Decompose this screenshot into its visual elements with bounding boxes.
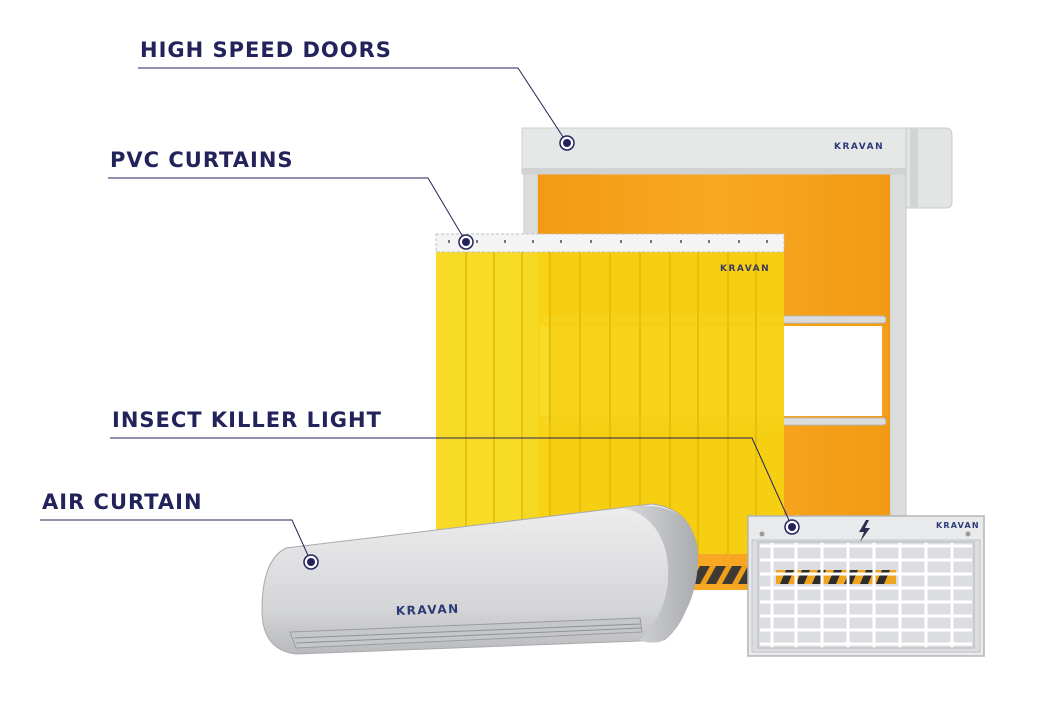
leader-high-speed-doors xyxy=(138,67,568,144)
marker-high-speed-doors xyxy=(559,135,575,151)
air-curtain-brand-logo: KRAVAN xyxy=(396,602,460,618)
air-curtain-vent xyxy=(289,617,643,649)
leader-air-curtain xyxy=(40,519,312,563)
insect-light-brand-logo: KRAVAN xyxy=(936,521,980,530)
insect-killer-light: KRAVAN xyxy=(747,515,985,657)
leader-pvc-curtains xyxy=(108,177,467,243)
screw-icon xyxy=(759,531,765,537)
label-air-curtain: AIR CURTAIN xyxy=(42,490,203,514)
label-pvc-curtains: PVC CURTAINS xyxy=(110,148,294,172)
lightning-icon xyxy=(859,520,870,542)
door-brand-logo: KRAVAN xyxy=(834,142,884,152)
air-curtain: KRAVAN xyxy=(261,503,699,655)
pvc-rail-clips xyxy=(448,240,768,243)
air-curtain-endcap xyxy=(622,505,699,643)
label-insect-killer-light: INSECT KILLER LIGHT xyxy=(112,408,382,432)
insect-light-grille xyxy=(760,542,972,648)
pvc-rail xyxy=(435,233,785,253)
leader-insect-killer-light xyxy=(110,437,793,528)
pvc-brand-logo: KRAVAN xyxy=(720,264,770,274)
marker-pvc-curtains xyxy=(458,234,474,250)
label-high-speed-doors: HIGH SPEED DOORS xyxy=(140,38,392,62)
pvc-curtains: KRAVAN xyxy=(435,233,785,554)
screw-icon xyxy=(965,531,971,537)
pvc-strip-lines xyxy=(465,252,757,554)
leader-lines xyxy=(40,67,793,563)
callout-markers xyxy=(303,135,800,570)
marker-air-curtain xyxy=(303,554,319,570)
marker-insect-killer-light xyxy=(784,519,800,535)
